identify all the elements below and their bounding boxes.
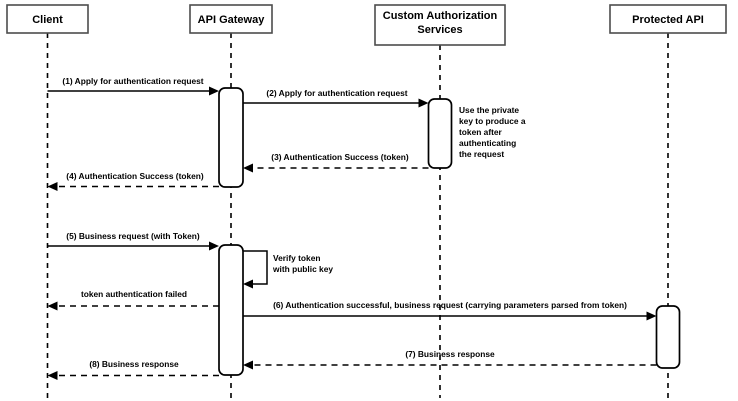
message-8-label: (8) Business response <box>89 359 179 369</box>
message-1[interactable]: (1) Apply for authentication request <box>47 76 220 96</box>
message-token-authentication-failed[interactable]: token authentication failed <box>47 289 220 311</box>
lifeline-header-api-gateway[interactable]: API Gateway <box>189 4 273 34</box>
message-4-label: (4) Authentication Success (token) <box>66 171 204 181</box>
lifeline-header-client[interactable]: Client <box>6 4 89 34</box>
message-2-arrowhead-icon <box>418 98 429 108</box>
message-self-verify-token-line <box>243 250 268 285</box>
message-self-verify-token-label-line2: with public key <box>272 264 333 274</box>
message-4[interactable]: (4) Authentication Success (token) <box>47 171 220 191</box>
message-7-arrowhead-icon <box>243 360 253 370</box>
message-self-verify-token-label-line1: Verify token <box>273 253 320 263</box>
lifeline-header-custom-auth[interactable]: Custom Authorization Services <box>374 4 506 46</box>
message-token-authentication-failed-arrowhead-icon <box>47 301 58 311</box>
message-token-authentication-failed-label: token authentication failed <box>81 289 187 299</box>
message-8-arrowhead-icon <box>47 371 58 380</box>
activation-bars <box>218 87 681 376</box>
message-5[interactable]: (5) Business request (with Token) <box>47 231 220 251</box>
message-7-label: (7) Business response <box>405 349 495 359</box>
lifeline-box-api-gateway[interactable] <box>189 4 273 34</box>
lifeline-box-protected-api[interactable] <box>609 4 727 34</box>
lifeline-header-protected-api[interactable]: Protected API <box>609 4 727 34</box>
message-1-arrowhead-icon <box>209 86 219 96</box>
lifeline-box-custom-auth[interactable] <box>374 4 506 46</box>
lifeline-label-custom-auth-line2: Services <box>417 24 462 36</box>
message-6[interactable]: (6) Authentication successful, business … <box>243 300 657 321</box>
message-1-label: (1) Apply for authentication request <box>62 76 203 86</box>
note-private-key: Use the private key to produce a token a… <box>459 105 526 159</box>
message-3-arrowhead-icon <box>243 163 253 173</box>
message-self-verify-token-arrowhead-icon <box>243 279 253 289</box>
note-private-key-line-2: key to produce a <box>459 116 526 126</box>
note-private-key-line-1: Use the private <box>459 105 519 115</box>
lifeline-label-protected-api: Protected API <box>632 14 704 26</box>
lifeline-label-custom-auth-line1: Custom Authorization <box>383 10 498 22</box>
message-3[interactable]: (3) Authentication Success (token) <box>243 152 429 173</box>
message-self-verify-token[interactable]: Verify token with public key <box>243 250 333 289</box>
note-private-key-line-5: the request <box>459 149 504 159</box>
lifeline-label-api-gateway: API Gateway <box>198 14 266 26</box>
activation-bar-custom-auth[interactable] <box>427 98 453 169</box>
note-private-key-line-3: token after <box>459 127 503 137</box>
message-6-label: (6) Authentication successful, business … <box>273 300 627 310</box>
message-6-arrowhead-icon <box>646 311 657 321</box>
message-2-label: (2) Apply for authentication request <box>266 88 407 98</box>
message-8[interactable]: (8) Business response <box>47 359 220 380</box>
message-5-label: (5) Business request (with Token) <box>66 231 200 241</box>
note-private-key-line-4: authenticating <box>459 138 516 148</box>
message-4-arrowhead-icon <box>47 182 58 191</box>
activation-bar-api-gateway-business[interactable] <box>218 244 244 376</box>
message-2[interactable]: (2) Apply for authentication request <box>243 88 429 108</box>
activation-bar-api-gateway-auth[interactable] <box>218 87 244 188</box>
message-3-label: (3) Authentication Success (token) <box>271 152 409 162</box>
lifeline-label-client: Client <box>32 14 63 26</box>
message-5-arrowhead-icon <box>209 241 219 251</box>
lifeline-box-client[interactable] <box>6 4 89 34</box>
message-7[interactable]: (7) Business response <box>243 349 657 370</box>
activation-bar-protected-api[interactable] <box>655 305 681 369</box>
